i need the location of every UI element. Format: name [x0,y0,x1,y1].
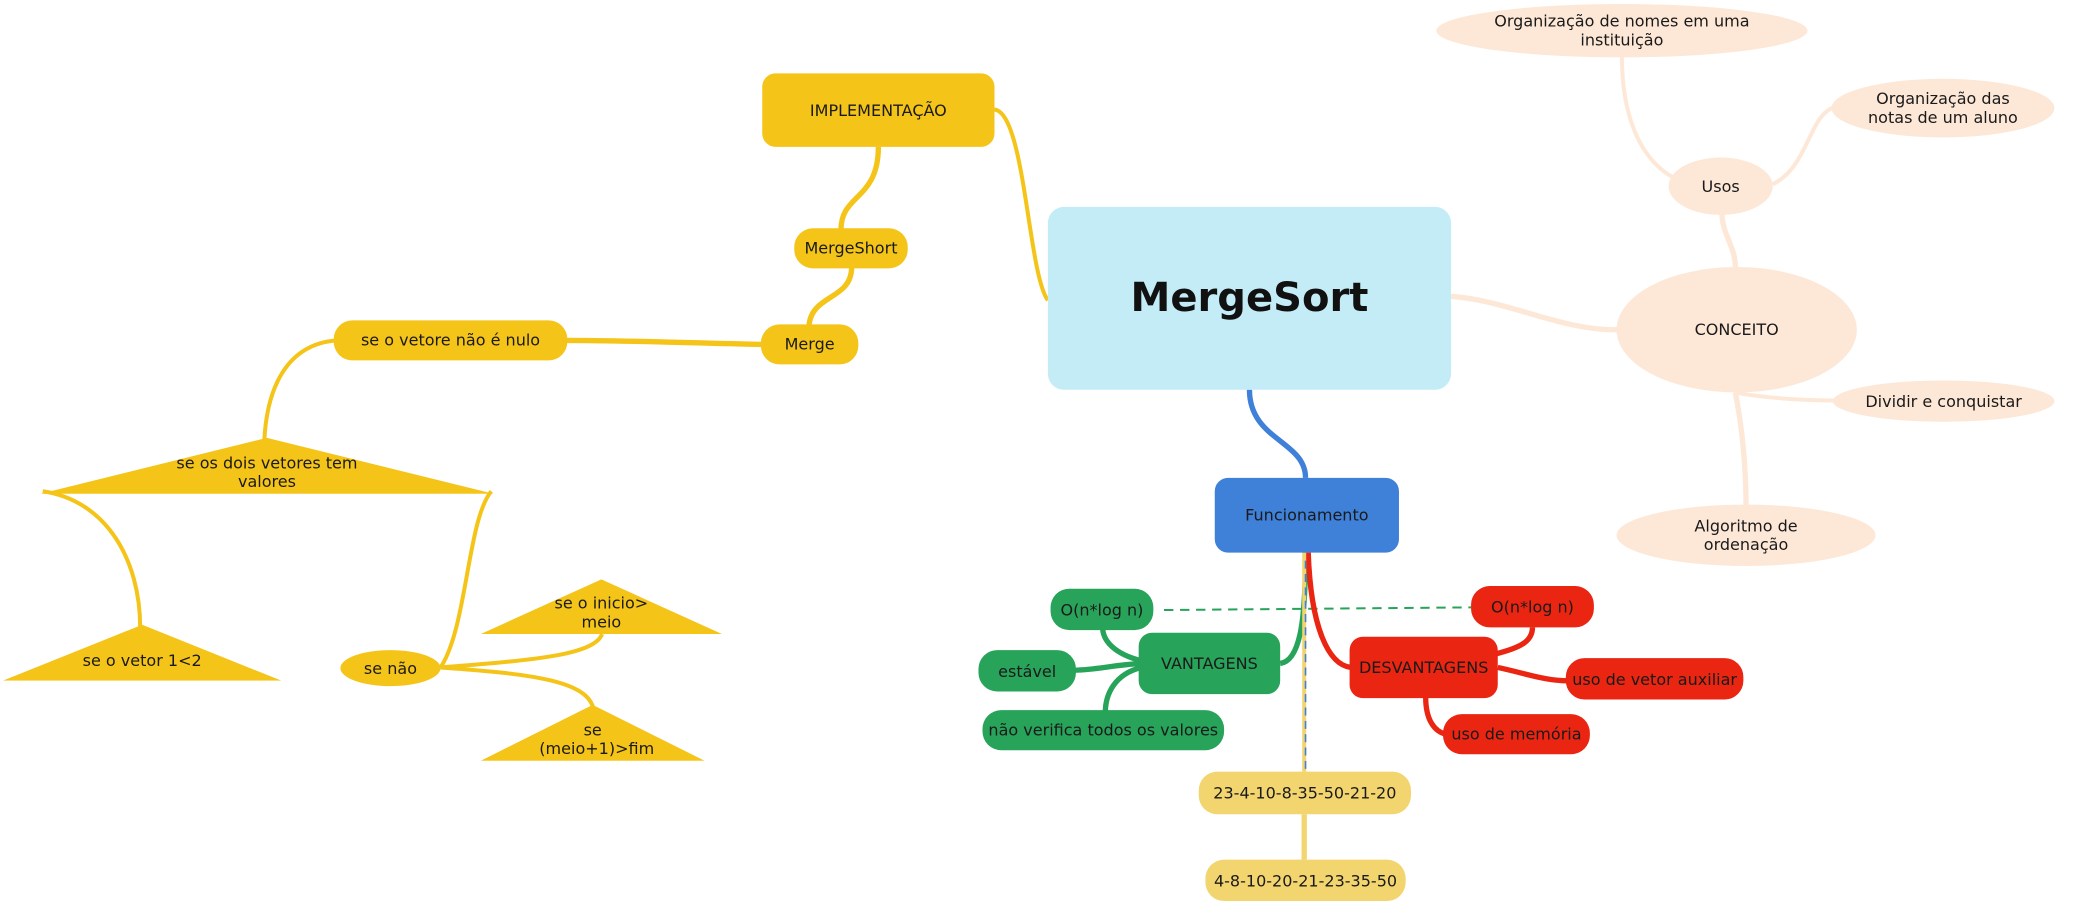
vetor-menor-label: se o vetor 1<2 [82,651,202,671]
vetor-original-label: 23-4-10-8-35-50-21-20 [1213,783,1397,803]
edge-desvantagens-vetor-auxiliar [1497,664,1569,684]
estavel-node[interactable]: estável [978,650,1076,692]
edge-conceito-usos [1719,213,1739,268]
desvantagens-label: DESVANTAGENS [1358,658,1489,677]
meio-fim-label: se (meio+1)>fim [539,720,655,759]
uso-notas-node[interactable]: Organização das notas de um aluno [1831,78,2055,138]
se-nao-label: se não [363,658,417,678]
vantagens-complexidade-label: O(n*log n) [1060,600,1144,619]
vantagens-complexidade-node[interactable]: O(n*log n) [1050,588,1154,631]
uso-nomes-label: Organização de nomes em uma instituição [1494,12,1750,50]
edge-vantagens-estavel [1074,660,1142,673]
vetor-ordenado-node[interactable]: 4-8-10-20-21-23-35-50 [1205,859,1406,902]
uso-nomes-node[interactable]: Organização de nomes em uma instituição [1436,4,1808,58]
vetor-auxiliar-label: uso de vetor auxiliar [1572,669,1738,689]
edge-se-nao-meio-fim [440,665,597,715]
nao-verifica-node[interactable]: não verifica todos os valores [982,710,1225,751]
edge-root-implementacao [993,107,1050,302]
edge-usos-uso-nomes [1619,56,1690,187]
nao-nulo-label: se o vetore não é nulo [360,331,541,350]
algoritmo-node[interactable]: Algoritmo de ordenação [1616,504,1876,566]
conceito-label: CONCEITO [1694,320,1779,340]
vantagens-label: VANTAGENS [1161,654,1258,673]
edge-vantagens-nao-verifica [1102,664,1143,713]
usos-label: Usos [1701,176,1740,196]
edge-root-funcionamento [1246,389,1309,479]
implementacao-label: IMPLEMENTAÇÃO [809,100,947,120]
desvantagens-complexidade-label: O(n*log n) [1490,597,1574,617]
vetor-auxiliar-node[interactable]: uso de vetor auxiliar [1565,658,1744,700]
edge-funcionamento-desvantagens [1305,552,1352,671]
funcionamento-node[interactable]: Funcionamento [1214,477,1399,553]
mergeshort-node[interactable]: MergeShort [794,228,908,269]
memoria-label: uso de memória [1451,724,1582,744]
dividir-node[interactable]: Dividir e conquistar [1832,380,2055,422]
usos-node[interactable]: Usos [1668,157,1773,215]
edge-merge-nao-nulo [565,337,763,348]
conceito-node[interactable]: CONCEITO [1616,266,1857,393]
vantagens-node[interactable]: VANTAGENS [1138,632,1281,695]
desvantagens-node[interactable]: DESVANTAGENS [1349,636,1498,699]
edge-root-conceito [1450,293,1618,333]
root-title: MergeSort [1130,274,1369,322]
vetor-ordenado-label: 4-8-10-20-21-23-35-50 [1213,871,1398,890]
edge-dashed-vantagens-desvantagens [1164,606,1472,612]
edge-implementacao-mergeshort [838,146,882,230]
merge-node[interactable]: Merge [760,324,859,365]
se-nao-node[interactable]: se não [340,650,441,687]
dividir-label: Dividir e conquistar [1865,391,2022,411]
algoritmo-label: Algoritmo de ordenação [1694,516,1798,554]
mergeshort-label: MergeShort [804,238,898,258]
edge-mergeshort-merge [806,266,855,327]
vetor-original-node[interactable]: 23-4-10-8-35-50-21-20 [1198,771,1411,815]
implementacao-node[interactable]: IMPLEMENTAÇÃO [762,73,995,147]
memoria-node[interactable]: uso de memória [1443,714,1590,755]
edge-dois-vetores-se-nao [438,489,493,669]
edge-desvantagens-complexidade [1494,627,1536,657]
edge-dois-vetores-vetor-menor [42,489,143,628]
edge-vantagens-complexidade [1099,627,1143,664]
edge-nao-nulo-dois-vetores [262,338,337,441]
nao-nulo-node[interactable]: se o vetore não é nulo [333,320,568,361]
edge-conceito-algoritmo [1732,391,1749,508]
estavel-label: estável [998,661,1057,681]
inicio-meio-label: se o inicio> meio [554,594,649,632]
edge-usos-uso-notas [1771,104,1837,187]
merge-label: Merge [784,335,835,354]
uso-notas-label: Organização das notas de um aluno [1868,89,2018,127]
edge-se-nao-inicio-meio [440,633,604,670]
dois-vetores-label: se os dois vetores tem valores [176,453,358,492]
nao-verifica-label: não verifica todos os valores [988,720,1219,740]
edge-conceito-dividir [1734,390,1836,403]
root-node[interactable]: MergeSort [1047,206,1452,390]
funcionamento-label: Funcionamento [1245,505,1369,525]
desvantagens-complexidade-node[interactable]: O(n*log n) [1471,586,1594,628]
